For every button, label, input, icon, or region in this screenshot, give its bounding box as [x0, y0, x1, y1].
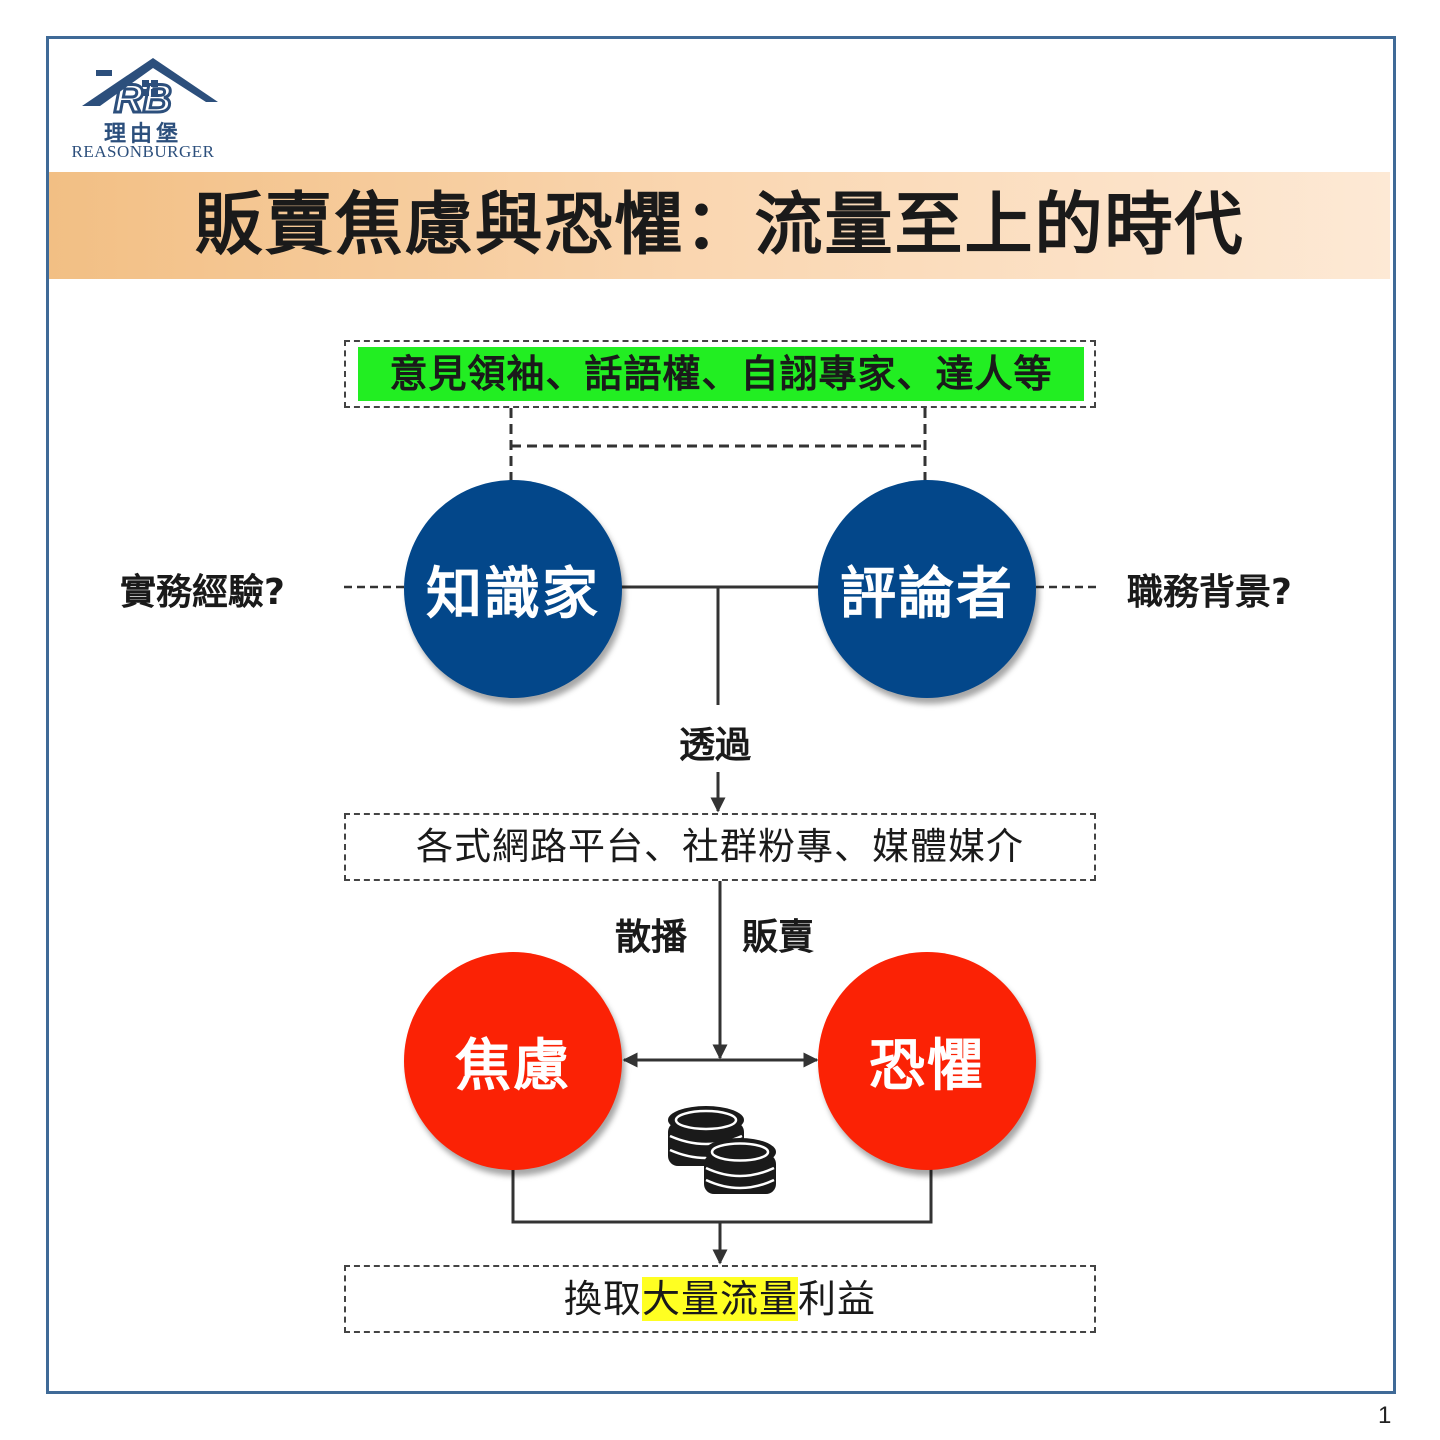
sell-label: 販賣 [742, 917, 815, 958]
logo-mark: RB [114, 77, 172, 121]
title-banner [49, 172, 1390, 279]
reasonburger-logo: RB [82, 58, 218, 123]
fear-node: 恐懼 [818, 952, 1036, 1170]
platform-box: 各式網路平台、社群粉專、媒體媒介 [344, 813, 1096, 881]
practical-experience-label: 實務經驗? [120, 572, 285, 613]
coins-icon [668, 1106, 776, 1194]
result-prefix: 換取 [563, 1277, 642, 1321]
commentator-label: 評論者 [840, 561, 1014, 627]
through-label: 透過 [679, 725, 752, 766]
result-box: 換取大量流量利益 [344, 1265, 1096, 1333]
knowledge-node: 知識家 [404, 480, 622, 698]
fear-label: 恐懼 [869, 1033, 985, 1099]
anxiety-node: 焦慮 [404, 952, 622, 1170]
page-number: 1 [1378, 1402, 1392, 1429]
job-background-label: 職務背景? [1127, 572, 1292, 613]
opinion-leaders-text: 意見領袖、話語權、自詡專家、達人等 [358, 347, 1084, 401]
anxiety-label: 焦慮 [455, 1033, 571, 1099]
commentator-node: 評論者 [818, 480, 1036, 698]
result-suffix: 利益 [798, 1277, 877, 1321]
spread-label: 散播 [615, 917, 688, 958]
logo-name-cn: 理由堡 [103, 121, 182, 147]
opinion-leaders-box: 意見領袖、話語權、自詡專家、達人等 [344, 340, 1096, 408]
logo-name-en: REASONBURGER [71, 142, 215, 161]
knowledge-label: 知識家 [426, 561, 600, 627]
page-title: 販賣焦慮與恐懼：流量至上的時代 [194, 186, 1245, 265]
page-frame [46, 36, 1396, 1394]
result-highlight: 大量流量 [641, 1277, 798, 1321]
